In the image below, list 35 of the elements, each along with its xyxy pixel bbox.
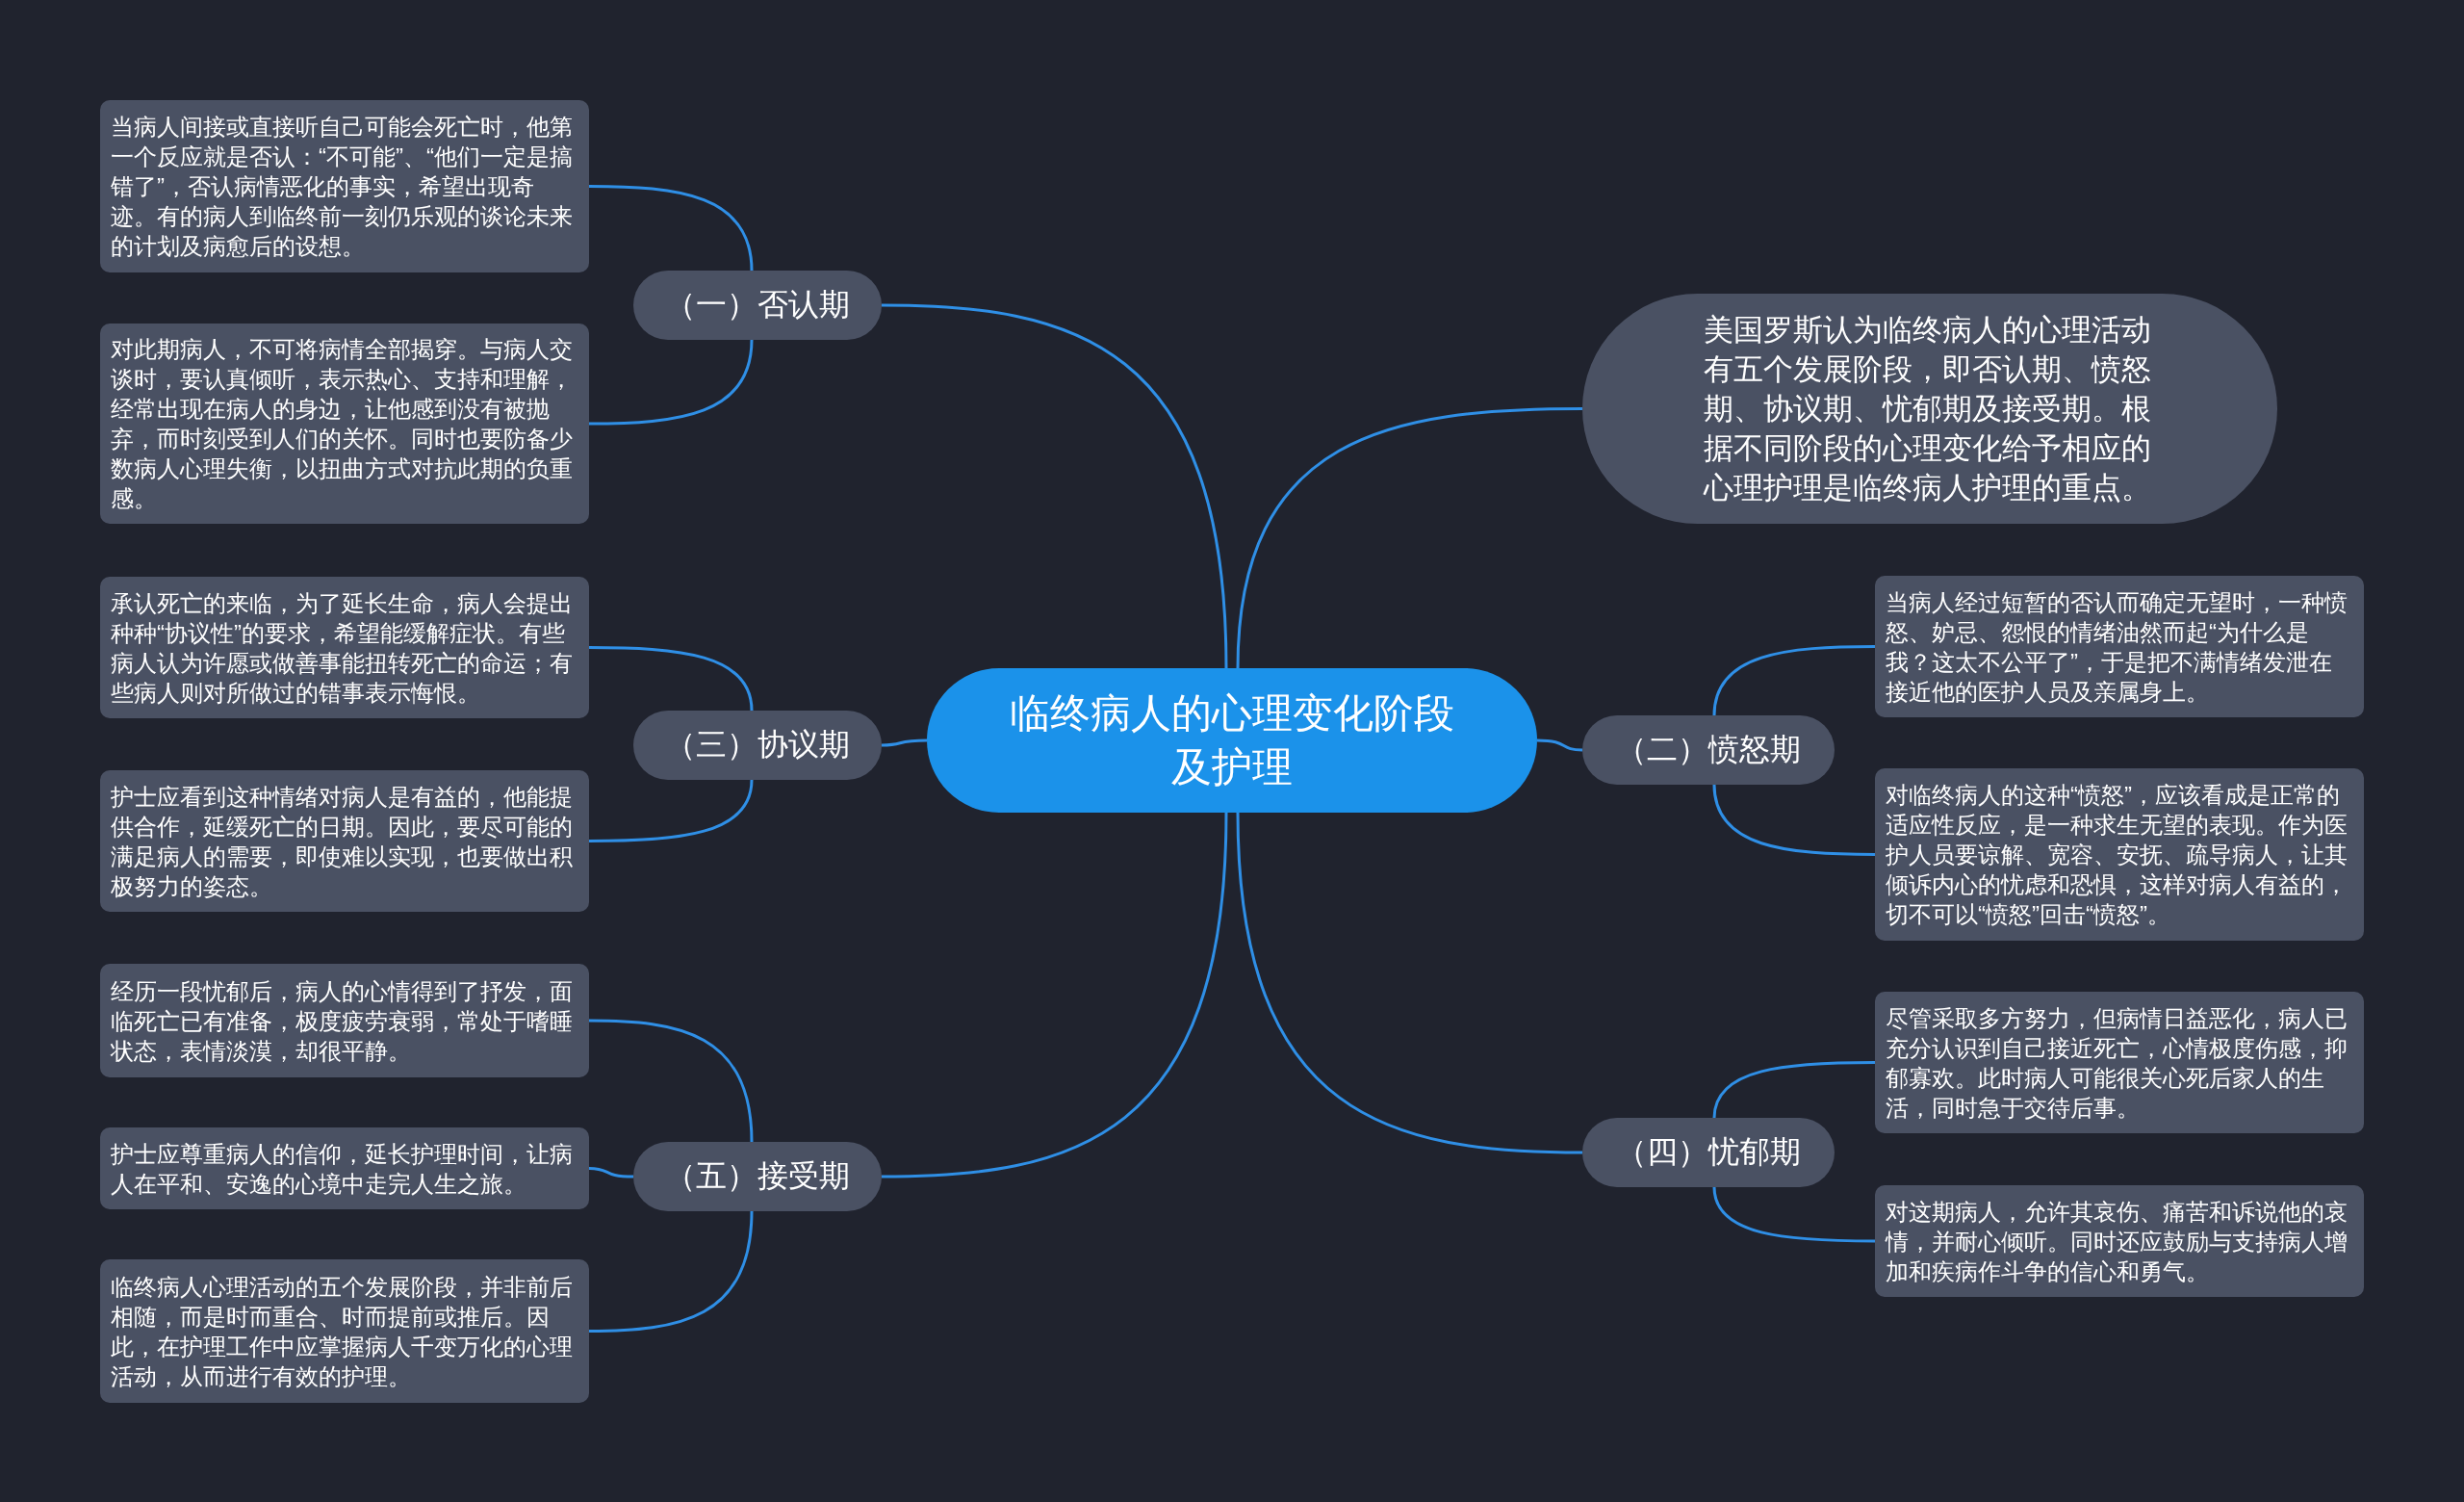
connector-line (1536, 738, 1583, 752)
note-card: 对此期病人，不可将病情全部揭穿。与病人交谈时，要认真倾听，表示热心、支持和理解，经常出现在病人的身边，让他感到没有被抛弃，而时刻受到人们的关怀。同时也要防备少数病人心理失衡，以扭曲方式对抗此期的负重感。 (100, 324, 589, 524)
connector-line (881, 303, 1228, 669)
connector-line (588, 1019, 754, 1143)
connector-line (1712, 1186, 1875, 1243)
note-card: 对临终病人的这种“愤怒”，应该看成是正常的适应性反应，是一种求生无望的表现。作为医护人员要谅解、宽容、安抚、疏导病人，让其倾诉内心的忧虑和恐惧，这样对病人有益的，切不可以“愤怒”回击“愤怒”。 (1875, 768, 2364, 941)
branch-topic: （三）协议期 (633, 711, 882, 780)
note-card: 对这期病人，允许其哀伤、痛苦和诉说他的哀情，并耐心倾听。同时还应鼓励与支持病人增加和疾病作斗争的信心和勇气。 (1875, 1185, 2364, 1297)
intro-bubble: 美国罗斯认为临终病人的心理活动有五个发展阶段，即否认期、愤怒期、协议期、忧郁期及接受期。根据不同阶段的心理变化给予相应的心理护理是临终病人护理的重点。 (1582, 294, 2277, 524)
connector-line (881, 738, 928, 747)
connector-line (1712, 1061, 1875, 1119)
connector-line (588, 1210, 754, 1333)
branch-topic: （二）愤怒期 (1582, 715, 1835, 785)
note-card: 承认死亡的来临，为了延长生命，病人会提出种种“协议性”的要求，希望能缓解症状。有些病人认为许愿或做善事能扭转死亡的命运；有些病人则对所做过的错事表示悔恨。 (100, 577, 589, 718)
connector-line (588, 1167, 634, 1178)
connector-line (881, 812, 1228, 1178)
note-card: 当病人经过短暂的否认而确定无望时，一种愤怒、妒忌、怨恨的情绪油然而起“为什么是我？这太不公平了”，于是把不满情绪发泄在接近他的医护人员及亲属身上。 (1875, 576, 2364, 717)
connector-line (1712, 645, 1875, 716)
central-topic: 临终病人的心理变化阶段及护理 (927, 668, 1537, 813)
note-card: 尽管采取多方努力，但病情日益恶化，病人已充分认识到自己接近死亡，心情极度伤感，抑郁寡欢。此时病人可能很关心死后家人的生活，同时急于交待后事。 (1875, 992, 2364, 1133)
connector-line (589, 779, 754, 842)
note-card: 护士应看到这种情绪对病人是有益的，他能提供合作，延缓死亡的日期。因此，要尽可能的满足病人的需要，即使难以实现，也要做出积极努力的姿态。 (100, 770, 589, 912)
connector-line (589, 646, 754, 712)
note-card: 经历一段忧郁后，病人的心情得到了抒发，面临死亡已有准备，极度疲劳衰弱，常处于嗜睡状态，表情淡漠，却很平静。 (100, 964, 589, 1077)
note-card: 临终病人心理活动的五个发展阶段，并非前后相随，而是时而重合、时而提前或推后。因此，在护理工作中应掌握病人千变万化的心理活动，从而进行有效的护理。 (100, 1259, 589, 1403)
connector-line (1236, 407, 1583, 669)
note-card: 护士应尊重病人的信仰，延长护理时间，让病人在平和、安逸的心境中走完人生之旅。 (100, 1127, 589, 1209)
connector-line (1712, 784, 1875, 856)
branch-topic: （一）否认期 (633, 271, 882, 340)
connector-line (1236, 812, 1583, 1154)
branch-topic: （五）接受期 (633, 1142, 882, 1211)
note-card: 当病人间接或直接听自己可能会死亡时，他第一个反应就是否认：“不可能”、“他们一定是搞错了”，否认病情恶化的事实，希望出现奇迹。有的病人到临终前一刻仍乐观的谈论未来的计划及病愈后的设想。 (100, 100, 589, 272)
branch-topic: （四）忧郁期 (1582, 1118, 1835, 1187)
connector-line (589, 339, 754, 426)
connector-line (589, 185, 754, 272)
